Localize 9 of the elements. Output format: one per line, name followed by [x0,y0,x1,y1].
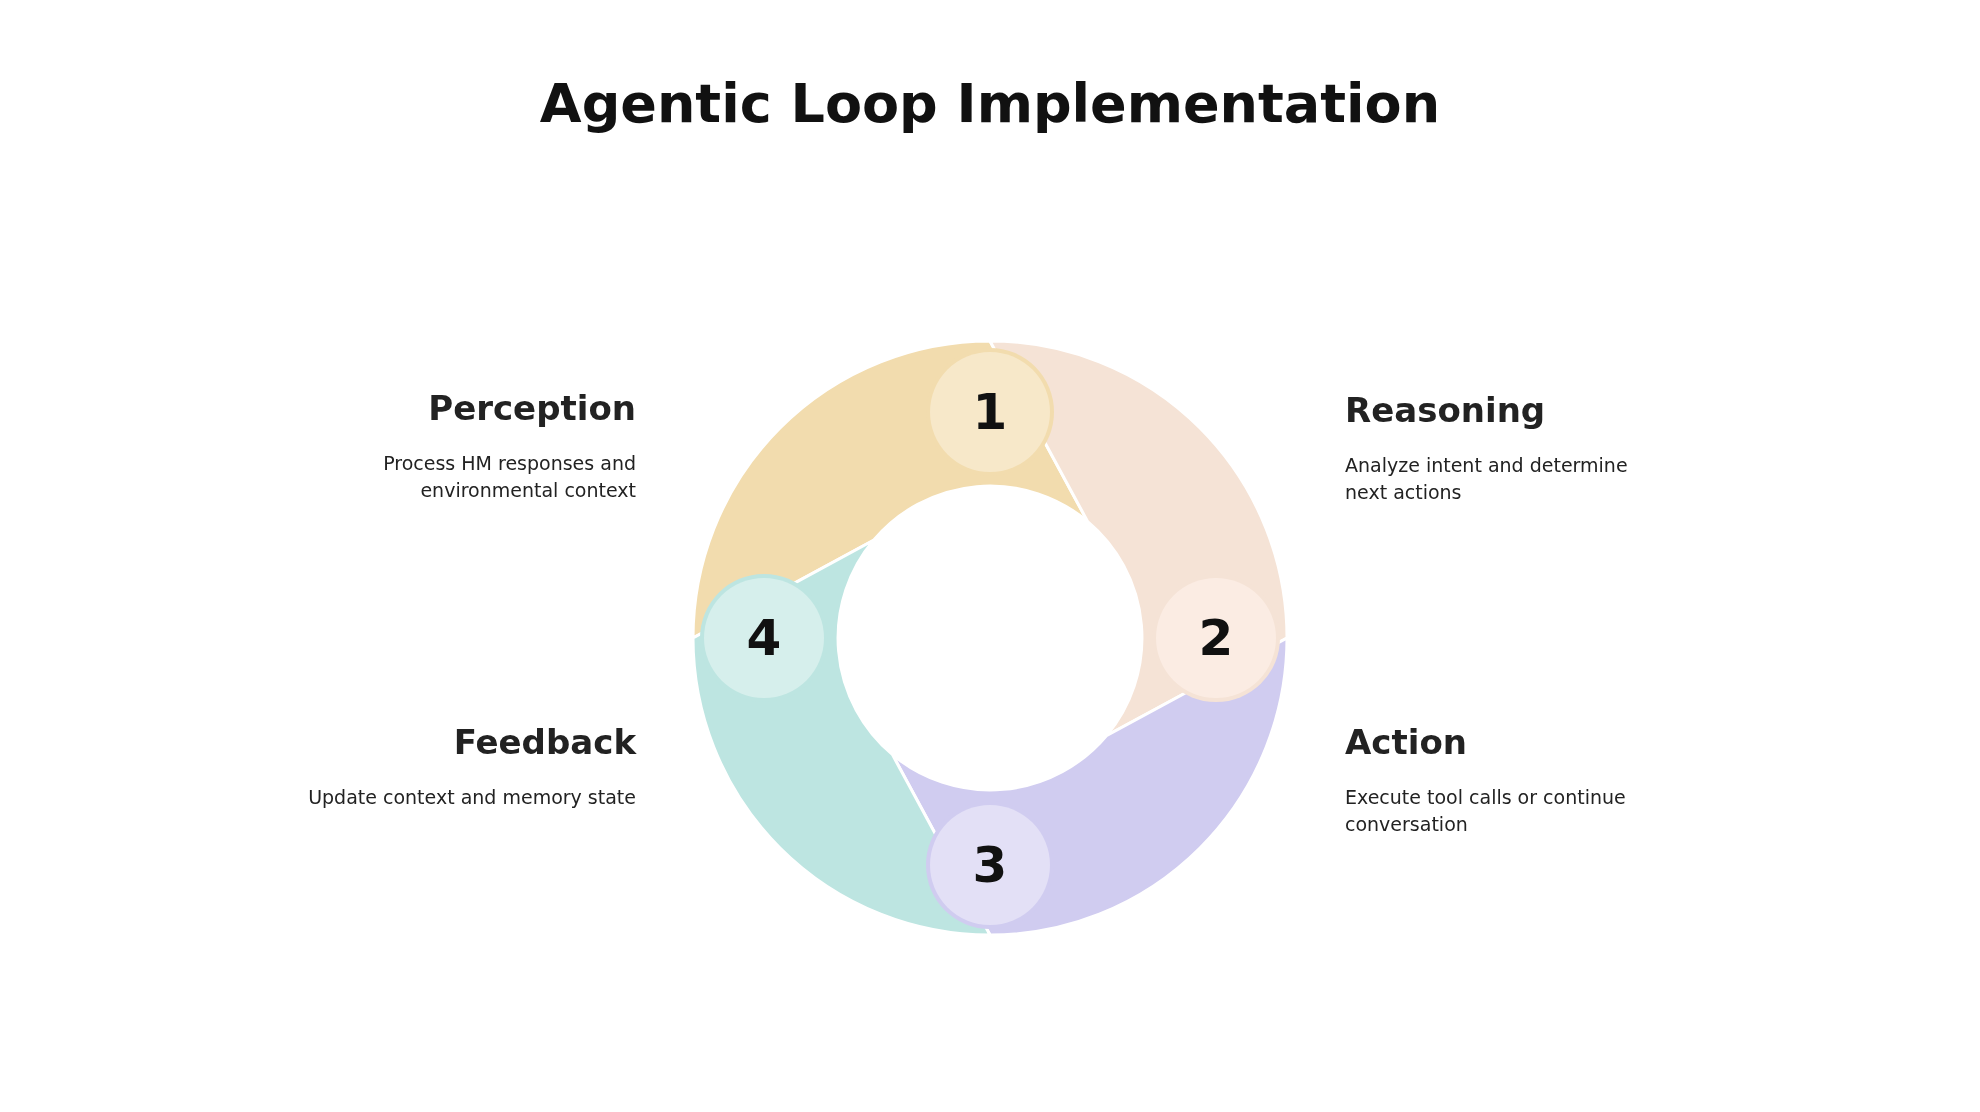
step-heading: Reasoning [1345,390,1547,430]
step-heading: Action [1345,722,1468,762]
diagram-title: Agentic Loop Implementation [538,72,1442,135]
step-description: Update context and memory state [307,785,636,810]
step-description: Execute tool calls or continue conversation [1345,785,1627,837]
step-heading: Perception [427,388,636,428]
step-heading: Feedback [452,722,636,762]
step-description: Analyze intent and determine next actions [1345,453,1629,505]
step-description: Process HM responses and environmental context [382,451,636,503]
